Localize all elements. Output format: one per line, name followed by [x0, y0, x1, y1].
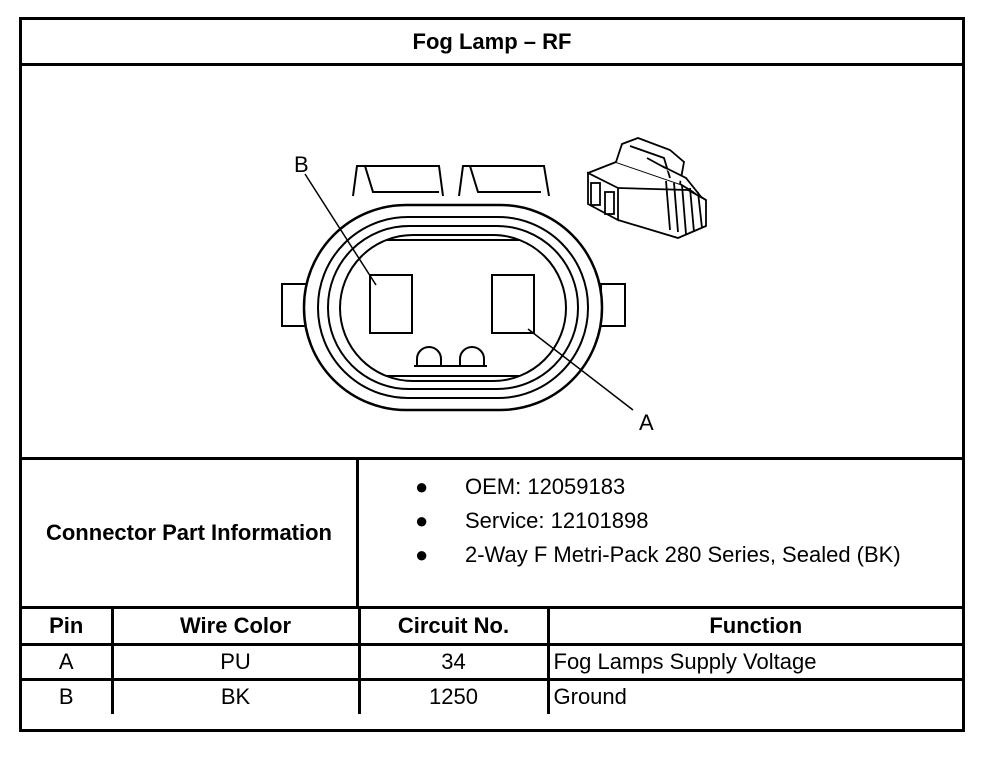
connector-info-list: ●OEM: 12059183 ●Service: 12101898 ●2-Way…: [359, 470, 962, 572]
bullet-icon: ●: [415, 542, 429, 567]
cell-pin: B: [22, 677, 114, 714]
cell-circuit-no: 34: [357, 642, 550, 681]
cell-circuit-no: 1250: [357, 677, 550, 714]
connector-iso-view: [586, 137, 707, 239]
header-pin: Pin: [22, 609, 114, 646]
connector-diagram: B A: [22, 66, 962, 460]
pin-table: Pin Wire Color Circuit No. Function A PU…: [22, 609, 962, 714]
cell-pin: A: [22, 642, 114, 681]
table-row: B BK 1250 Ground: [22, 677, 962, 714]
bullet-icon: ●: [415, 474, 429, 499]
cell-function: Ground: [546, 677, 962, 714]
connector-face-illustration: B A: [281, 137, 707, 435]
callout-a: A: [639, 410, 654, 435]
pin-table-header-row: Pin Wire Color Circuit No. Function: [22, 609, 962, 646]
connector-info-item: ●2-Way F Metri-Pack 280 Series, Sealed (…: [359, 538, 962, 572]
connector-info-label: Connector Part Information: [22, 460, 359, 606]
callout-b: B: [294, 152, 309, 177]
cell-wire-color: PU: [110, 642, 361, 681]
header-function: Function: [546, 609, 962, 646]
connector-info-section: Connector Part Information ●OEM: 1205918…: [22, 460, 962, 609]
connector-info-item: ●OEM: 12059183: [359, 470, 962, 504]
header-circuit-no: Circuit No.: [357, 609, 550, 646]
table-row: A PU 34 Fog Lamps Supply Voltage: [22, 642, 962, 681]
connector-chart: Fog Lamp – RF: [19, 17, 965, 732]
connector-info-item: ●Service: 12101898: [359, 504, 962, 538]
header-wire-color: Wire Color: [110, 609, 361, 646]
bullet-icon: ●: [415, 508, 429, 533]
page-title: Fog Lamp – RF: [22, 20, 962, 66]
cell-function: Fog Lamps Supply Voltage: [546, 642, 962, 681]
cell-wire-color: BK: [110, 677, 361, 714]
